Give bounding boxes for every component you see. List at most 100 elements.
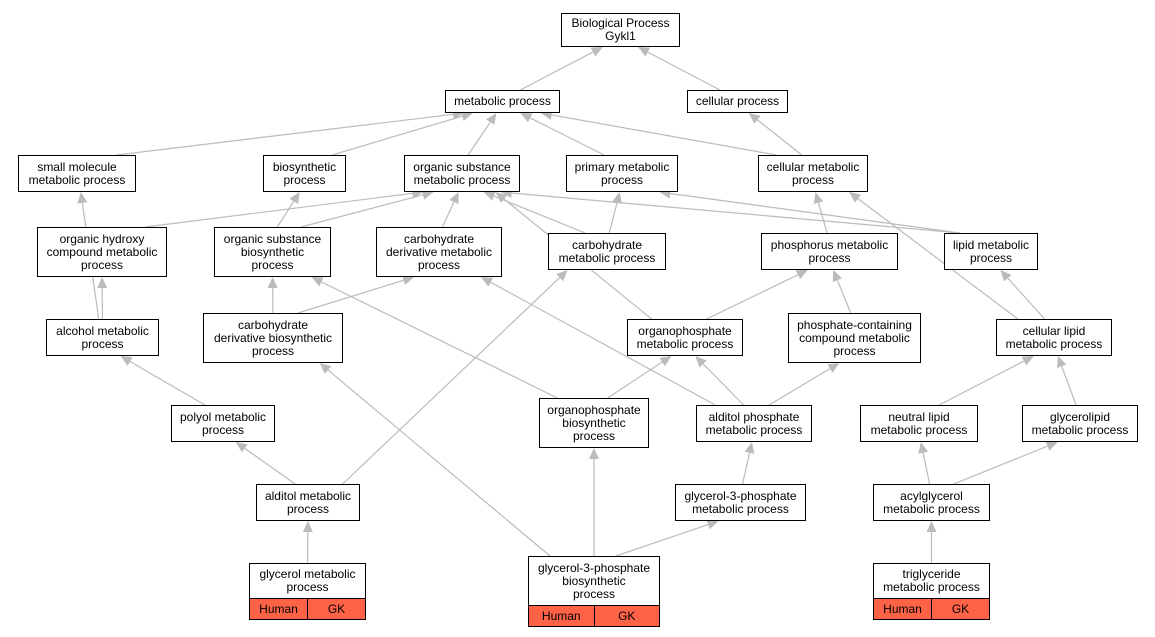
gene-tag[interactable]: GK (931, 599, 989, 619)
arrowhead (832, 270, 843, 283)
go-term-label: polyol metabolic process (179, 409, 267, 437)
go-term-carb-deriv-bio[interactable]: carbohydrate derivative biosynthetic pro… (203, 313, 343, 363)
go-term-label: Biological Process Gykl1 (571, 16, 670, 43)
edge-org_hydroxy-to-org_sub_met (145, 192, 413, 228)
go-term-cellular[interactable]: cellular process (687, 90, 788, 113)
arrowhead (589, 448, 599, 459)
go-term-carb-met[interactable]: carbohydrate metabolic process (548, 233, 666, 270)
go-term-phos-met[interactable]: phosphorus metabolic process (761, 233, 898, 270)
go-term-label: metabolic process (454, 94, 551, 108)
edge-cell_lipid-to-lipid_met (1007, 277, 1045, 320)
go-term-g3p-met[interactable]: glycerol-3-phosphate metabolic process (675, 484, 806, 521)
edge-acylglycerol-to-neutral_lipid (922, 452, 931, 485)
edge-primary_met-to-metabolic (529, 117, 605, 156)
edge-orgphos_met-to-phos_met (706, 274, 799, 320)
arrowhead (706, 519, 719, 530)
edge-alditol_phos-to-carb_deriv_met (490, 281, 716, 406)
arrowhead (97, 277, 108, 289)
go-term-label: glycerol metabolic process (259, 567, 356, 594)
arrowhead (460, 111, 473, 121)
edge-small_mol-to-metabolic (116, 113, 454, 156)
go-term-label: small molecule metabolic process (28, 159, 126, 187)
go-term-label: carbohydrate derivative metabolic proces… (385, 231, 493, 272)
go-term-label: cellular lipid metabolic process (1005, 323, 1103, 351)
edge-cell_lipid-to-cell_met (857, 198, 1019, 320)
arrowhead (659, 356, 672, 367)
edge-phos_met-to-cell_met (817, 202, 828, 234)
edge-polyol-to-alcohol_met (129, 361, 206, 406)
arrowhead (235, 442, 248, 453)
arrowhead (695, 356, 707, 368)
go-term-label: glycerolipid metabolic process (1031, 409, 1129, 437)
go-term-biosynthetic[interactable]: biosynthetic process (263, 155, 346, 192)
edge-biosynthetic-to-metabolic (331, 115, 463, 156)
go-term-polyol[interactable]: polyol metabolic process (171, 405, 275, 442)
arrowhead (311, 277, 324, 287)
arrowhead (918, 442, 929, 454)
go-term-g3p-bio[interactable]: glycerol-3-phosphate biosynthetic proces… (528, 556, 660, 627)
species-tag[interactable]: Human (529, 606, 594, 626)
go-term-alditol-phos[interactable]: alditol phosphate metabolic process (696, 405, 812, 442)
arrowhead (449, 192, 459, 205)
arrowhead (421, 189, 434, 200)
go-term-label: phosphate-containing compound metabolic … (797, 317, 912, 358)
go-term-org-sub-met[interactable]: organic substance metabolic process (404, 155, 520, 192)
go-term-label: carbohydrate derivative biosynthetic pro… (213, 317, 333, 358)
arrowhead (319, 363, 332, 374)
edge-g3p_bio-to-g3p_met (615, 523, 709, 557)
arrowhead (638, 47, 651, 57)
go-term-phos-contain[interactable]: phosphate-containing compound metabolic … (788, 313, 921, 363)
edge-org_sub_met-to-metabolic (467, 121, 491, 156)
gene-tag[interactable]: GK (307, 599, 365, 619)
go-term-orgphos-met[interactable]: organophosphate metabolic process (627, 319, 743, 356)
go-term-label: cellular process (695, 94, 780, 108)
species-tag[interactable]: Human (250, 599, 307, 619)
go-term-org-sub-bio[interactable]: organic substance biosynthetic process (214, 227, 331, 277)
edge-neutral_lipid-to-cell_lipid (938, 360, 1025, 406)
go-term-label: primary metabolic process (574, 159, 670, 187)
go-term-neutral-lipid[interactable]: neutral lipid metabolic process (860, 405, 978, 442)
arrowhead (481, 277, 494, 287)
edge-carb_met-to-org_sub_met (493, 195, 586, 234)
go-term-label: organophosphate biosynthetic process (547, 402, 641, 443)
arrowhead (1057, 356, 1067, 369)
arrowhead (926, 521, 937, 532)
go-term-label: cellular metabolic process (766, 159, 860, 187)
arrowhead (495, 192, 508, 203)
go-term-small-mol[interactable]: small molecule metabolic process (18, 155, 136, 192)
go-term-label: alditol metabolic process (264, 488, 352, 516)
go-term-label: neutral lipid metabolic process (870, 409, 968, 437)
arrowhead (849, 192, 861, 203)
go-term-cell-met[interactable]: cellular metabolic process (758, 155, 868, 192)
go-term-label: alcohol metabolic process (56, 323, 149, 351)
go-term-metabolic[interactable]: metabolic process (445, 90, 560, 113)
arrowhead (267, 277, 278, 289)
go-term-root[interactable]: Biological Process Gykl1 (561, 13, 680, 47)
species-tag[interactable]: Human (874, 599, 931, 619)
arrowhead (402, 275, 415, 286)
go-term-orgphos-bio[interactable]: organophosphate biosynthetic process (539, 398, 649, 448)
go-term-carb-deriv-met[interactable]: carbohydrate derivative metabolic proces… (376, 227, 502, 277)
go-term-acylglycerol[interactable]: acylglycerol metabolic process (873, 484, 990, 521)
go-term-lipid-met[interactable]: lipid metabolic process (944, 233, 1038, 270)
arrowhead (612, 192, 622, 204)
go-term-primary-met[interactable]: primary metabolic process (566, 155, 678, 192)
go-term-alditol-met[interactable]: alditol metabolic process (256, 484, 360, 521)
go-term-label: carbohydrate metabolic process (558, 237, 656, 265)
gene-tag[interactable]: GK (593, 606, 659, 626)
go-term-glycerolipid[interactable]: glycerolipid metabolic process (1022, 405, 1138, 442)
go-term-alcohol-met[interactable]: alcohol metabolic process (46, 319, 159, 356)
arrowhead (77, 192, 88, 204)
arrowhead (1021, 356, 1034, 366)
go-term-org-hydroxy[interactable]: organic hydroxy compound metabolic proce… (37, 227, 167, 277)
arrowhead (483, 191, 496, 201)
go-term-cell-lipid[interactable]: cellular lipid metabolic process (996, 319, 1112, 356)
go-term-label: lipid metabolic process (952, 237, 1030, 265)
go-term-label: organic substance biosynthetic process (223, 231, 322, 272)
